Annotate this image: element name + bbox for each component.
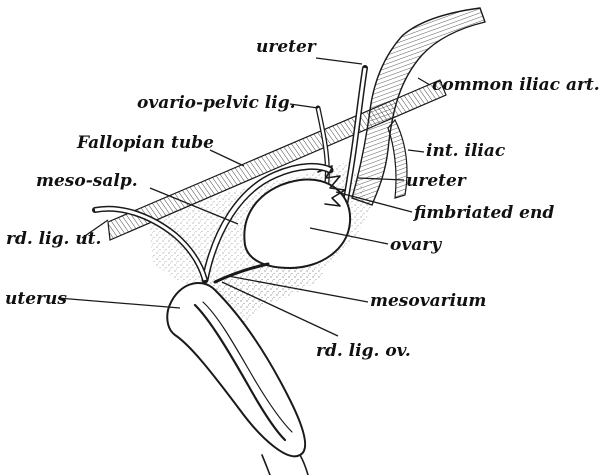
label-mesovarium: mesovarium	[370, 291, 486, 311]
label-ovary: ovary	[390, 235, 442, 255]
label-fimbriated-end: fimbriated end	[413, 203, 554, 223]
internal-iliac-artery	[388, 120, 407, 198]
vagina-outline	[262, 455, 308, 475]
label-common-iliac: common iliac art.	[432, 75, 600, 95]
label-fallopian-tube: Fallopian tube	[76, 133, 214, 153]
label-ureter-mid: ureter	[406, 171, 467, 191]
label-ureter-top: ureter	[256, 37, 317, 57]
label-int-iliac: int. iliac	[426, 141, 506, 161]
label-ovario-pelvic: ovario-pelvic lig.	[137, 93, 296, 113]
label-rd-lig-ov: rd. lig. ov.	[316, 341, 411, 361]
label-uterus: uterus	[5, 289, 67, 309]
label-rd-lig-ut: rd. lig. ut.	[6, 229, 101, 249]
label-meso-salp: meso-salp.	[36, 171, 138, 191]
